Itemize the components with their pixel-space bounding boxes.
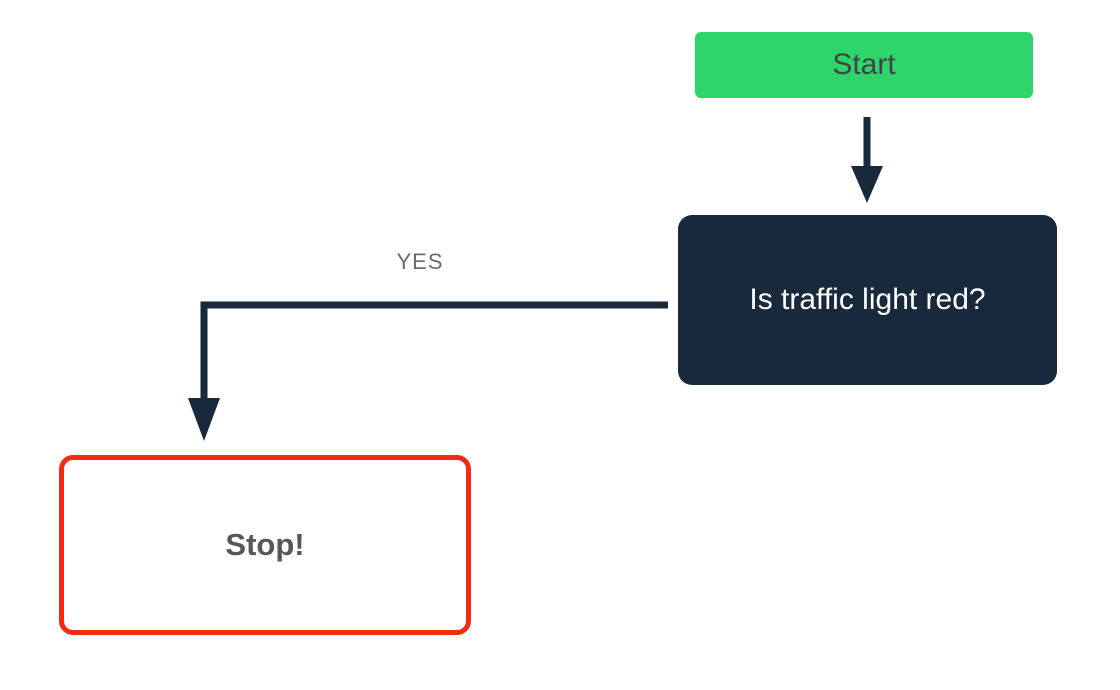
- start-node: Start: [695, 32, 1033, 98]
- arrow-decision-to-stop: [188, 301, 668, 441]
- arrow-start-to-decision: [851, 117, 883, 203]
- yes-edge-label: YES: [396, 249, 444, 274]
- arrow-decision-to-stop-shaft: [200, 301, 668, 400]
- decision-node-label: Is traffic light red?: [749, 283, 986, 316]
- stop-node: Stop!: [59, 455, 471, 635]
- decision-node: Is traffic light red?: [678, 215, 1057, 385]
- start-node-label: Start: [832, 48, 896, 81]
- arrow-decision-to-stop-head-icon: [188, 398, 220, 441]
- stop-node-label: Stop!: [225, 527, 305, 562]
- arrow-start-to-decision-head-icon: [851, 166, 883, 203]
